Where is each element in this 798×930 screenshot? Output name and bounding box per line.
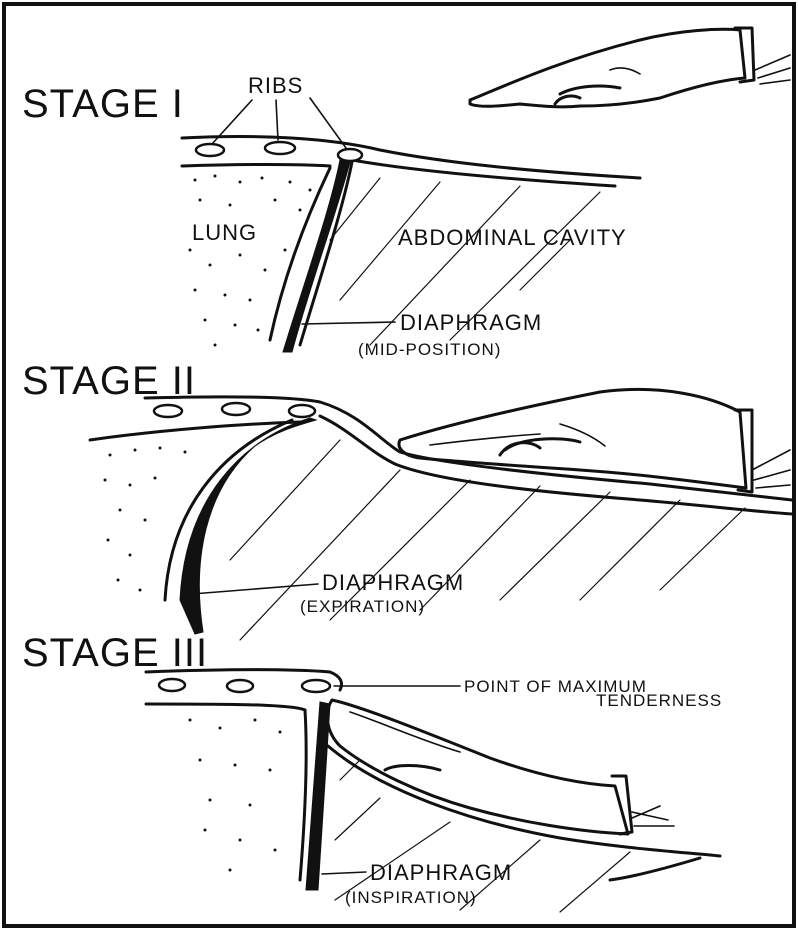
stage-1-diaphragm-label: DIAPHRAGM (400, 310, 542, 335)
rib-5 (222, 403, 250, 415)
abdominal-cavity-label: ABDOMINAL CAVITY (398, 225, 627, 250)
rib-8 (227, 680, 253, 692)
lung-label: LUNG (192, 220, 257, 245)
stage-1-body-wall (182, 137, 640, 179)
stage-1-panel: STAGE I RIBS (22, 28, 790, 359)
stage-3-hand-icon (327, 700, 674, 834)
stage-3-diaphragm (306, 702, 330, 890)
stage-2-diaphragm-label: DIAPHRAGM (322, 570, 464, 595)
stage-1-diaphragm-state: (MID-POSITION) (358, 340, 501, 359)
rib-4 (154, 405, 182, 417)
stage-2-diaphragm-state: (EXPIRATION) (300, 597, 425, 616)
rib-7 (159, 679, 185, 691)
rib-9 (302, 680, 330, 692)
stage-1-diaphragm-pointer (302, 322, 395, 324)
stage-2-diaphragm-pointer (192, 584, 318, 594)
rib-6 (289, 405, 315, 417)
stage-2-diaphragm (180, 418, 316, 634)
stage-3-lung-dots (189, 719, 282, 872)
stage-2-lung-dots (104, 447, 187, 592)
stage-1-title: STAGE I (22, 82, 184, 126)
stage-3-diaphragm-label: DIAPHRAGM (370, 860, 512, 885)
stage-2-panel: STAGE II (22, 359, 792, 640)
ribs-label: RIBS (248, 73, 303, 98)
stage-3-panel: STAGE III (22, 631, 722, 912)
rib-3 (338, 149, 362, 161)
stage-3-diaphragm-state: (INSPIRATION) (345, 888, 477, 907)
stage-2-hand-icon (399, 389, 790, 492)
ribs-pointer-2 (276, 100, 278, 140)
rib-1 (196, 144, 224, 156)
stage-1-hand-icon (470, 28, 790, 107)
stage-3-title: STAGE III (22, 631, 208, 675)
tenderness-label-line-2: TENDERNESS (596, 691, 722, 710)
stage-3-diaphragm-pointer (322, 872, 366, 874)
rib-2 (265, 142, 295, 154)
